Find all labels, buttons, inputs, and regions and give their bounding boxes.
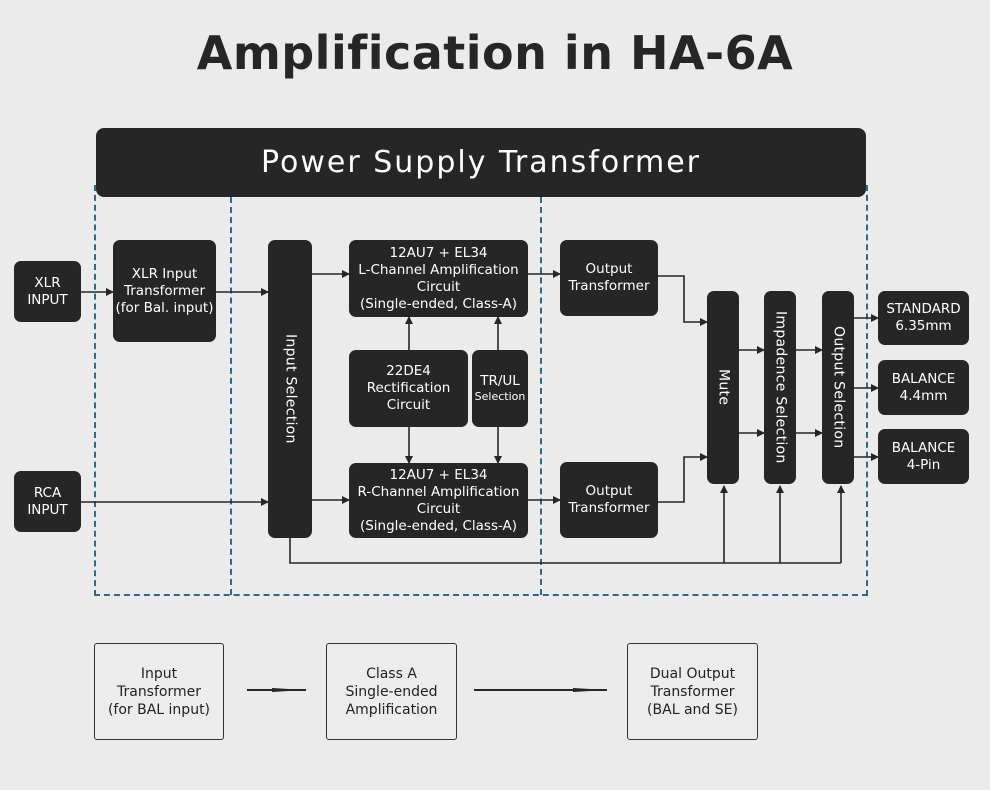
output-selection: Output Selection [822, 291, 854, 484]
dashed-divider-1 [230, 197, 232, 595]
impedance-selection: Impadence Selection [764, 291, 796, 484]
dashed-divider-2 [540, 197, 542, 595]
input-selection: Input Selection [268, 240, 312, 538]
diagram-title: Amplification in HA-6A [196, 26, 794, 80]
mute: Mute [707, 291, 739, 484]
power-supply-transformer: Power Supply Transformer [96, 128, 866, 197]
